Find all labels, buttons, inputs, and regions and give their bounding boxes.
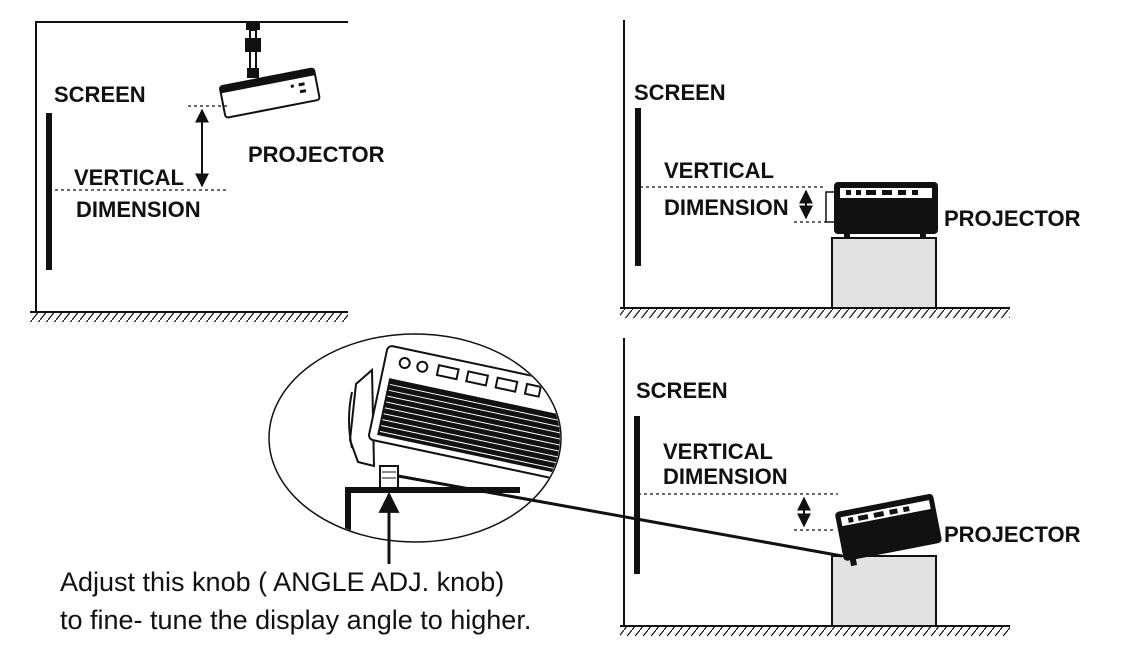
caption-line-1: Adjust this knob ( ANGLE ADJ. knob): [60, 567, 504, 597]
dimension-label: DIMENSION: [76, 197, 201, 222]
floor-hatch: [620, 309, 1010, 318]
vertical-label: VERTICAL: [664, 158, 774, 183]
projector-tilted: [835, 493, 942, 567]
projector-label: PROJECTOR: [944, 206, 1081, 231]
screen-label: SCREEN: [636, 378, 728, 403]
vertical-label: VERTICAL: [74, 165, 184, 190]
panel-angle-adjust: SCREEN VERTICAL DIMENSION PROJECTOR: [620, 338, 1081, 636]
vertical-label: VERTICAL: [663, 439, 773, 464]
room-wall-ceiling: [35, 21, 348, 312]
dimension-label: DIMENSION: [663, 464, 788, 489]
projector-ceiling: [219, 67, 321, 119]
panel-ceiling-mount: SCREEN VERTICAL DIMENSION PROJECTOR: [30, 21, 385, 322]
floor-hatch: [620, 627, 1010, 636]
table-edge: [345, 487, 520, 540]
floor-hatch: [30, 313, 348, 322]
projector-label: PROJECTOR: [944, 522, 1081, 547]
screen-label: SCREEN: [634, 80, 726, 105]
projector-table: [825, 182, 938, 238]
projector-label: PROJECTOR: [248, 142, 385, 167]
screen-label: SCREEN: [54, 82, 146, 107]
table-block: [831, 555, 937, 627]
table-block: [831, 237, 937, 309]
angle-adj-knob: [379, 465, 399, 489]
caption-line-2: to fine- tune the display angle to highe…: [60, 605, 531, 635]
dimension-label: DIMENSION: [664, 195, 789, 220]
panel-table-mount: SCREEN VERTICAL DIMENSION PROJECTOR: [620, 20, 1081, 318]
leader-line: [397, 474, 843, 558]
ceiling-mount: [245, 22, 261, 78]
